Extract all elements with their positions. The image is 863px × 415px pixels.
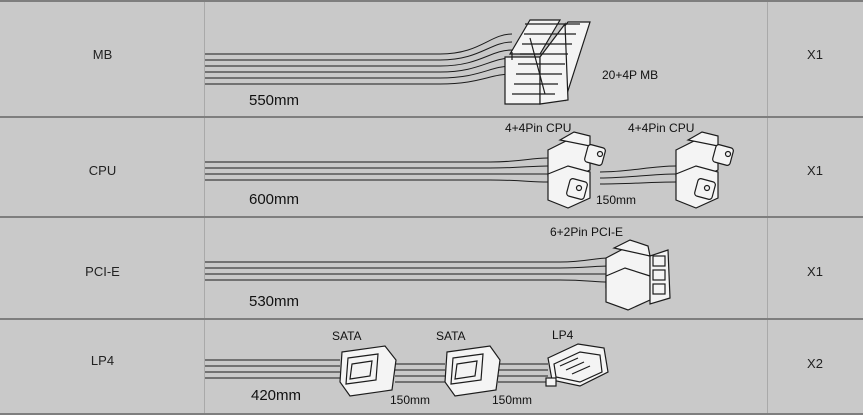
row-divider — [0, 413, 863, 415]
pcie-connector-icon — [605, 239, 671, 311]
lp4-wire-bundle — [205, 359, 548, 383]
table-row-lp4: LP4 X2 — [0, 320, 863, 413]
mb-wire-bundle — [205, 33, 513, 85]
sata-connector-label: SATA — [332, 329, 362, 343]
cpu-connector-icon — [547, 131, 606, 209]
row-divider — [0, 0, 863, 2]
table-row-mb: MB X1 20+4P MB 550mm — [0, 2, 863, 116]
sata-connector-icon — [339, 345, 397, 397]
cpu-length-label: 600mm — [249, 191, 299, 208]
table-row-pcie: PCI-E X1 6+2Pin PCI-E 530mm — [0, 218, 863, 318]
cable-name: PCI-E — [85, 263, 120, 279]
mb-length-label: 550mm — [249, 92, 299, 109]
cable-name: LP4 — [90, 353, 115, 368]
sata-connector-label: SATA — [436, 329, 466, 343]
pcie-connector-label: 6+2Pin PCI-E — [550, 225, 623, 239]
lp4-molex-connector-icon — [545, 343, 609, 387]
cpu-connector-icon — [675, 131, 734, 209]
cable-quantity: X2 — [807, 356, 823, 371]
cable-quantity: X1 — [807, 46, 823, 62]
cable-quantity: X1 — [807, 263, 823, 279]
lp4-spacing-label: 150mm — [390, 393, 430, 407]
lp4-length-label: 420mm — [251, 387, 301, 404]
pcie-cable-diagram: 6+2Pin PCI-E 530mm — [205, 225, 671, 311]
cpu-spacing-label: 150mm — [596, 193, 636, 207]
cpu-wire-bundle — [205, 157, 677, 185]
sata-connector-icon — [444, 345, 501, 397]
mb-24pin-connector-icon — [504, 19, 591, 105]
cable-quantity: X1 — [807, 162, 823, 178]
lp4-spacing-label: 150mm — [492, 393, 532, 407]
table-row-cpu: CPU X1 — [0, 118, 863, 216]
lp4-cable-diagram: SATA SATA LP4 150mm 150mm 420mm — [205, 328, 609, 407]
row-divider — [0, 116, 863, 118]
mb-connector-label: 20+4P MB — [602, 68, 658, 82]
mb-cable-diagram: 20+4P MB 550mm — [205, 19, 658, 109]
lp4-connector-label: LP4 — [552, 328, 574, 342]
row-divider — [0, 318, 863, 320]
cpu-connector-label: 4+4Pin CPU — [505, 121, 571, 135]
pcie-length-label: 530mm — [249, 293, 299, 310]
cable-name: MB — [92, 46, 113, 62]
cpu-connector-label: 4+4Pin CPU — [628, 121, 694, 135]
cable-name: CPU — [88, 162, 117, 178]
pcie-wire-bundle — [205, 257, 609, 283]
row-divider — [0, 216, 863, 218]
cpu-cable-diagram: 4+4Pin CPU 4+4Pin CPU 150mm 600mm — [205, 121, 734, 209]
